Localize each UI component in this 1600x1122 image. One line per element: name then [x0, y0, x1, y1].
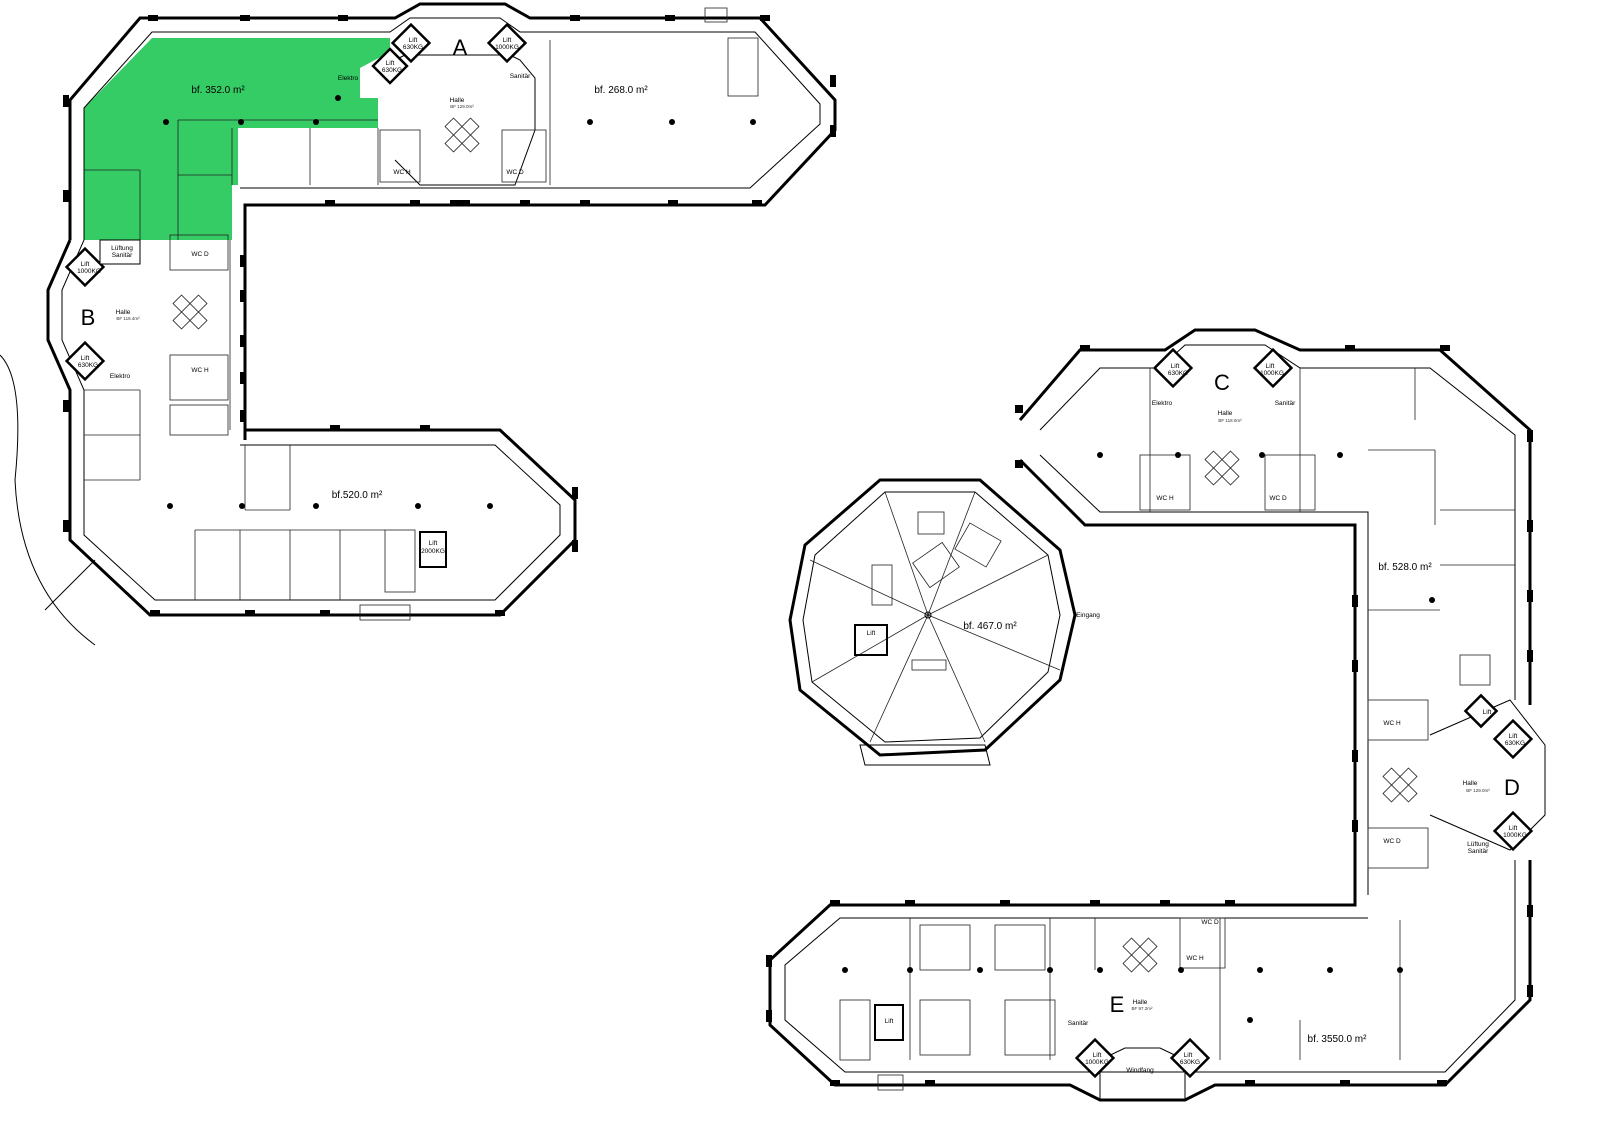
entrance-label: Eingang: [1076, 612, 1100, 619]
svg-text:1000KG: 1000KG: [1260, 370, 1284, 377]
lift-d2: Lift: [1509, 733, 1518, 740]
lift-e2: Lift: [1184, 1052, 1193, 1059]
building-letter-c: C: [1214, 370, 1230, 395]
wc-d-c: WC D: [1269, 495, 1287, 502]
lift-a3: Lift: [386, 60, 395, 67]
svg-text:1000KG: 1000KG: [77, 268, 101, 275]
svg-text:630KG: 630KG: [1168, 370, 1188, 377]
area-label-e-east: bf. 3550.0 m²: [1308, 1034, 1368, 1045]
svg-text:1000KG: 1000KG: [1085, 1059, 1109, 1066]
wc-h-e: WC H: [1186, 955, 1204, 962]
lift-a1: Lift: [409, 37, 418, 44]
octagon-lift: Lift: [867, 630, 876, 637]
room-windfang-e: Windfang: [1126, 1067, 1154, 1074]
wc-d-a: WC D: [506, 169, 524, 176]
lift-d1: Lift: [1483, 709, 1492, 716]
svg-text:2000KG: 2000KG: [421, 548, 445, 555]
room-elektro-a: Elektro: [338, 75, 359, 82]
lift-b2: Lift: [81, 355, 90, 362]
room-elektro-b: Elektro: [110, 373, 131, 380]
wc-d-e: WC D: [1201, 919, 1219, 926]
wing-e: E Halle BF 97.2m² Sanitär Windfang WC D …: [766, 860, 1533, 1102]
svg-text:1000KG: 1000KG: [495, 44, 519, 51]
building-letter-b: B: [81, 305, 96, 330]
wc-h-a: WC H: [393, 169, 411, 176]
area-label-a-west: bf. 352.0 m²: [191, 85, 245, 96]
octagon-building: bf. 467.0 m² Eingang Lift: [788, 478, 1100, 766]
lift-d3: Lift: [1509, 825, 1518, 832]
svg-text:Sanitär: Sanitär: [1468, 848, 1489, 855]
hall-label-a: Halle: [450, 97, 465, 104]
hall-area-b: BF 118.4m²: [116, 316, 140, 321]
room-elektro-c: Elektro: [1152, 400, 1173, 407]
hall-area-c: BF 118.0m²: [1218, 418, 1242, 423]
wc-h-b: WC H: [191, 367, 209, 374]
room-sanitar-a: Sanitär: [510, 73, 531, 80]
lift-c2: Lift: [1266, 363, 1275, 370]
lift-a2: Lift: [503, 37, 512, 44]
highlighted-rental-area[interactable]: [84, 38, 390, 240]
room-sanitar-e: Sanitär: [1068, 1020, 1089, 1027]
lift-c1: Lift: [1171, 363, 1180, 370]
wc-d-d: WC D: [1383, 838, 1401, 845]
room-luftung-b: Lüftung: [111, 245, 133, 252]
hall-label-e: Halle: [1133, 999, 1148, 1006]
lift-2000: Lift: [429, 540, 438, 547]
building-letter-e: E: [1110, 992, 1125, 1017]
hall-label-b: Halle: [116, 309, 131, 316]
lift-e3: Lift: [885, 1018, 894, 1025]
wing-a: bf. 352.0 m² bf. 268.0 m² A Halle BF 129…: [63, 2, 837, 440]
svg-text:630KG: 630KG: [1180, 1059, 1200, 1066]
hall-label-c: Halle: [1218, 410, 1233, 417]
hall-area-d: BF 129.0m²: [1466, 788, 1490, 793]
lift-e1: Lift: [1093, 1052, 1102, 1059]
hall-area-a: BF 129.0m²: [450, 104, 474, 109]
wc-h-d: WC H: [1383, 720, 1401, 727]
building-letter-a: A: [453, 35, 468, 60]
area-label-octagon: bf. 467.0 m²: [963, 621, 1017, 632]
wc-d-b: WC D: [191, 251, 209, 258]
room-sanitar-c: Sanitär: [1275, 400, 1296, 407]
wing-b: B Halle BF 118.4m² Lüftung Sanitär Elekt…: [0, 234, 578, 646]
svg-text:630KG: 630KG: [403, 44, 423, 51]
building-letter-d: D: [1504, 775, 1520, 800]
svg-text:630KG: 630KG: [382, 67, 402, 74]
hall-area-e: BF 97.2m²: [1131, 1006, 1153, 1011]
hall-label-d: Halle: [1463, 780, 1478, 787]
svg-text:630KG: 630KG: [1505, 740, 1525, 747]
room-luftung-d: Lüftung: [1467, 841, 1489, 848]
wc-h-c: WC H: [1156, 495, 1174, 502]
area-label-a-east: bf. 268.0 m²: [594, 85, 648, 96]
svg-text:1000KG: 1000KG: [1503, 832, 1527, 839]
lift-b1: Lift: [81, 261, 90, 268]
area-label-d-north: bf. 528.0 m²: [1378, 562, 1432, 573]
area-label-b-south: bf.520.0 m²: [332, 490, 383, 501]
svg-text:630KG: 630KG: [78, 362, 98, 369]
svg-text:Sanitär: Sanitär: [112, 252, 133, 259]
